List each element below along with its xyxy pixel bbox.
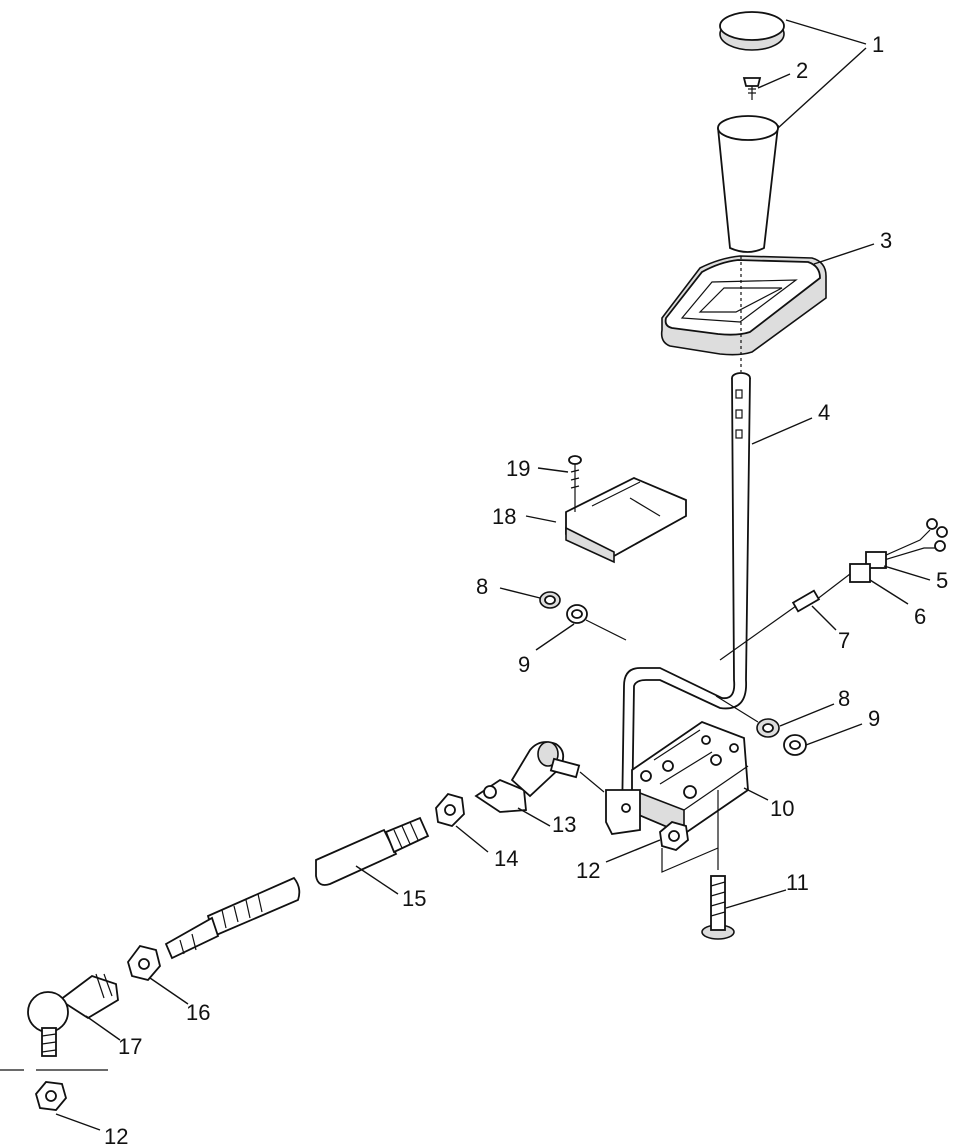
callout-16: 16 bbox=[186, 1000, 210, 1025]
callout-labels: 1 2 3 4 19 18 5 8 6 7 9 8 9 10 13 14 12 … bbox=[104, 32, 948, 1148]
callout-15: 15 bbox=[402, 886, 426, 911]
jam-nut bbox=[435, 792, 465, 828]
callout-6: 6 bbox=[914, 604, 926, 629]
callout-10: 10 bbox=[770, 796, 794, 821]
shift-cable bbox=[164, 876, 301, 960]
shift-knob bbox=[717, 11, 785, 253]
callout-18: 18 bbox=[492, 504, 516, 529]
bracket-screw bbox=[568, 455, 582, 512]
bushing-lower-right bbox=[783, 734, 807, 756]
bushing-upper-left bbox=[566, 604, 627, 641]
leader-lines bbox=[55, 19, 931, 1131]
rod-end-upper bbox=[474, 741, 605, 813]
callout-5: 5 bbox=[936, 568, 948, 593]
ball-joint bbox=[27, 973, 119, 1057]
callout-19: 19 bbox=[506, 456, 530, 481]
callout-12-upper: 12 bbox=[576, 858, 600, 883]
lock-nut-upper bbox=[659, 821, 719, 873]
knob-screw bbox=[742, 77, 762, 100]
callout-4: 4 bbox=[818, 400, 830, 425]
callout-8-lower: 8 bbox=[838, 686, 850, 711]
callout-13: 13 bbox=[552, 812, 576, 837]
switch-bracket bbox=[565, 477, 687, 564]
callout-17: 17 bbox=[118, 1034, 142, 1059]
mounting-bolt bbox=[701, 790, 735, 940]
lever-mount-flange bbox=[605, 789, 641, 835]
cable-sleeve bbox=[315, 816, 430, 886]
callout-9-upper: 9 bbox=[518, 652, 530, 677]
washer-lower-right bbox=[756, 718, 780, 738]
callout-11: 11 bbox=[786, 870, 809, 895]
washer-upper-left bbox=[539, 591, 561, 609]
callout-1: 1 bbox=[872, 32, 884, 57]
callout-9-lower: 9 bbox=[868, 706, 880, 731]
callout-8-upper: 8 bbox=[476, 574, 488, 599]
cable-nut bbox=[127, 944, 161, 982]
callout-3: 3 bbox=[880, 228, 892, 253]
callout-7: 7 bbox=[838, 628, 850, 653]
shift-boot bbox=[660, 255, 827, 356]
shifter-base bbox=[631, 720, 749, 836]
callout-14: 14 bbox=[494, 846, 518, 871]
callout-2: 2 bbox=[796, 58, 808, 83]
lock-nut-lower bbox=[0, 1069, 108, 1111]
neutral-switch-harness bbox=[719, 518, 948, 661]
callout-12-lower: 12 bbox=[104, 1124, 128, 1148]
